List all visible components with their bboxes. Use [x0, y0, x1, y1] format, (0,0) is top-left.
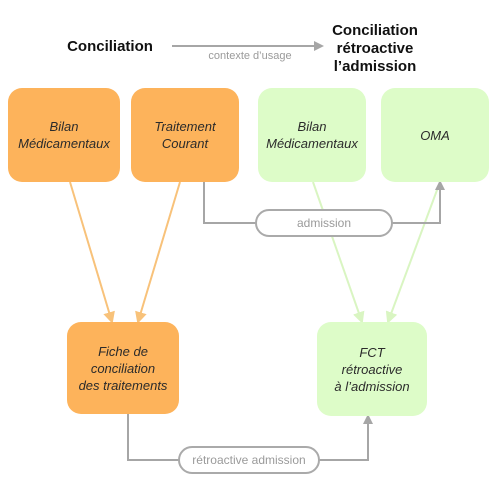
node-bilan-medicamentaux-orange: Bilan Médicamentaux — [8, 88, 120, 182]
arrow-bilan-green-to-fct — [312, 181, 365, 324]
arrow-oma-to-fct — [385, 181, 441, 324]
node-text-line: conciliation — [90, 360, 156, 376]
retroactive-admission-pill: rétroactive admission — [178, 446, 320, 474]
node-fiche-conciliation: Fiche de conciliation des traitements — [67, 322, 179, 414]
node-traitement-courant: Traitement Courant — [131, 88, 239, 182]
right-title-line: Conciliation — [332, 22, 418, 39]
right-context-title: Conciliation rétroactive l’admission — [315, 22, 435, 76]
node-text-line: OMA — [420, 127, 450, 143]
node-text-line: Médicamentaux — [266, 136, 358, 151]
admission-pill: admission — [255, 209, 393, 237]
node-text-line: Médicamentaux — [18, 136, 110, 151]
arrow-traitement-to-fiche — [135, 181, 181, 324]
node-oma: OMA — [381, 88, 489, 182]
right-title-line: rétroactive — [336, 40, 414, 57]
node-text-line: rétroactive — [341, 361, 403, 377]
node-bilan-medicamentaux-green: Bilan Médicamentaux — [258, 88, 366, 182]
node-text-line: Bilan — [49, 119, 79, 134]
node-text-line: Traitement — [154, 119, 216, 134]
node-text-line: des traitements — [78, 377, 168, 393]
node-text-line: Bilan — [297, 119, 327, 134]
right-title-line: l’admission — [333, 58, 417, 75]
node-text-line: Courant — [161, 136, 209, 151]
node-text-line: Fiche de — [98, 343, 148, 359]
context-label: contexte d’usage — [208, 50, 292, 62]
left-context-title: Conciliation — [67, 38, 153, 55]
node-text-line: à l’admission — [334, 378, 410, 394]
node-text-line: FCT — [359, 344, 385, 360]
arrow-bilan-to-fiche — [69, 181, 115, 324]
node-fct-retroactive: FCT rétroactive à l’admission — [317, 322, 427, 416]
